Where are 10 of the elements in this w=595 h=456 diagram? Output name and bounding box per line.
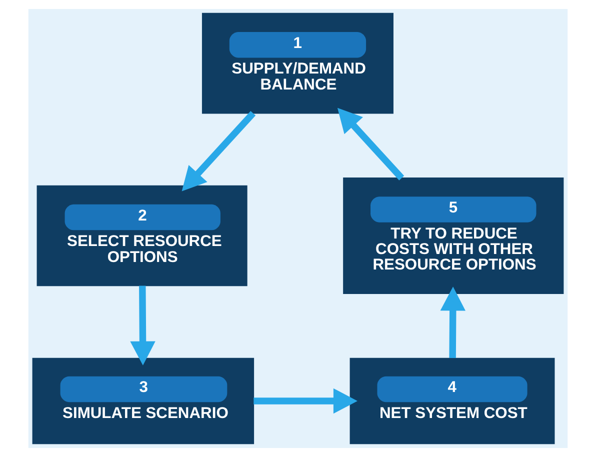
- node-box: 4 NET SYSTEM COST: [349, 357, 554, 444]
- arrow: [336, 107, 404, 180]
- node-box: 3 SIMULATE SCENARIO: [32, 357, 254, 444]
- arrow: [130, 285, 155, 365]
- node-box: 5 TRY TO REDUCE COSTS WITH OTHER RESOURCE OPTIONS: [342, 177, 564, 294]
- arrow: [253, 388, 357, 414]
- node-box: 1 SUPPLY/DEMAND BALANCE: [201, 12, 393, 114]
- arrow: [181, 110, 256, 191]
- arrow: [440, 286, 465, 358]
- node-box: 2 SELECT RESOURCE OPTIONS: [36, 184, 247, 286]
